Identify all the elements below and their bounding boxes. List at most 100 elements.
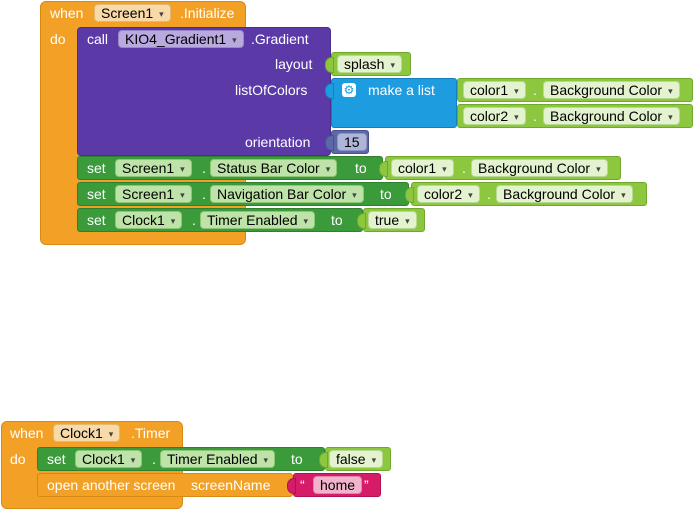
socket-plug: [325, 57, 334, 73]
when-label: when: [50, 5, 84, 21]
dropdown-text: Screen1: [122, 186, 175, 202]
chevron-down-icon: ▾: [180, 164, 185, 174]
dropdown-text: KIO4_Gradient1: [125, 31, 227, 47]
getter-property-dropdown[interactable]: Background Color▾: [543, 81, 680, 99]
dropdown-text: Screen1: [122, 160, 175, 176]
getter-property-dropdown[interactable]: Background Color ▾: [496, 185, 633, 203]
dropdown-text: Navigation Bar Color: [217, 186, 347, 202]
method-name: .Gradient: [251, 31, 309, 47]
set-label: set: [87, 186, 106, 202]
dropdown-text: Timer Enabled: [167, 451, 258, 467]
set-label: set: [87, 160, 106, 176]
chevron-down-icon: ▾: [352, 190, 357, 200]
mutator-gear-icon[interactable]: ⚙: [342, 83, 356, 97]
dropdown-text: Background Color: [550, 108, 663, 124]
screenname-param-label: screenName: [191, 477, 271, 493]
component-dropdown-screen1[interactable]: Screen1 ▾: [94, 4, 171, 22]
dropdown-text: color1: [470, 82, 509, 98]
when-label: when: [10, 425, 44, 441]
to-label: to: [355, 160, 367, 176]
socket-plug: [325, 135, 334, 151]
dot-separator: .: [533, 82, 537, 98]
dropdown-text: false: [336, 451, 366, 467]
do-label: do: [10, 451, 26, 467]
open-another-screen-label: open another screen: [47, 477, 176, 493]
dropdown-text: Timer Enabled: [207, 212, 298, 228]
chevron-down-icon: ▾: [263, 455, 269, 465]
orientation-number-field[interactable]: 15: [337, 133, 367, 151]
setter-component-dropdown[interactable]: Clock1 ▾: [115, 211, 183, 229]
chevron-down-icon: ▾: [130, 455, 136, 465]
chevron-down-icon: ▾: [170, 216, 176, 226]
dot-separator: .: [202, 186, 206, 202]
chevron-down-icon: ▾: [232, 35, 237, 45]
dropdown-text: true: [375, 212, 400, 228]
dot-separator: .: [533, 108, 537, 124]
setter-property-dropdown[interactable]: Timer Enabled ▾: [160, 450, 276, 468]
boolean-dropdown[interactable]: false ▾: [329, 450, 384, 468]
set-label: set: [47, 451, 66, 467]
chevron-down-icon: ▾: [180, 190, 185, 200]
screen-name-text-field[interactable]: home: [313, 476, 363, 494]
getter-property-dropdown[interactable]: Background Color ▾: [471, 159, 608, 177]
dropdown-text: Status Bar Color: [217, 160, 320, 176]
setter-component-dropdown[interactable]: Screen1 ▾: [115, 185, 192, 203]
dropdown-text: color1: [398, 160, 437, 176]
chevron-down-icon: ▾: [514, 112, 519, 122]
dropdown-text: Background Color: [478, 160, 591, 176]
dropdown-text: Screen1: [101, 5, 154, 21]
setter-property-dropdown[interactable]: Navigation Bar Color ▾: [210, 185, 364, 203]
chevron-down-icon: ▾: [371, 455, 377, 465]
chevron-down-icon: ▾: [303, 216, 309, 226]
getter-component-dropdown[interactable]: color2 ▾: [463, 107, 526, 125]
to-label: to: [380, 186, 392, 202]
open-another-screen-block[interactable]: [37, 473, 293, 497]
dropdown-text: Background Color: [503, 186, 616, 202]
dot-separator: .: [487, 186, 491, 202]
setter-component-dropdown[interactable]: Clock1 ▾: [75, 450, 143, 468]
dot-separator: .: [202, 160, 206, 176]
dot-separator: .: [152, 451, 156, 467]
dot-separator: .: [192, 212, 196, 228]
make-a-list-label: make a list: [368, 82, 435, 98]
event-name: .Initialize: [180, 5, 235, 21]
boolean-dropdown[interactable]: true▾: [368, 211, 417, 229]
dropdown-text: Clock1: [60, 425, 103, 441]
call-gradient-block[interactable]: [77, 27, 331, 156]
open-quote: “: [300, 477, 305, 493]
component-dropdown-clock1[interactable]: Clock1▾: [53, 424, 121, 442]
socket-plug: [357, 213, 366, 229]
socket-plug: [379, 161, 388, 177]
to-label: to: [331, 212, 343, 228]
component-dropdown-gradient[interactable]: KIO4_Gradient1 ▾: [118, 30, 244, 48]
socket-plug: [319, 452, 328, 468]
getter-component-dropdown[interactable]: color2 ▾: [417, 185, 480, 203]
do-label: do: [50, 31, 66, 47]
dot-separator: .: [462, 160, 466, 176]
to-label: to: [291, 451, 303, 467]
chevron-down-icon: ▾: [621, 190, 626, 200]
getter-component-dropdown[interactable]: color1 ▾: [463, 81, 526, 99]
socket-plug: [287, 478, 296, 494]
getter-property-dropdown[interactable]: Background Color▾: [543, 107, 680, 125]
dropdown-text: Clock1: [122, 212, 165, 228]
dropdown-text: Clock1: [82, 451, 125, 467]
dropdown-text: color2: [470, 108, 509, 124]
dropdown-text: splash: [344, 56, 385, 72]
setter-property-dropdown[interactable]: Timer Enabled ▾: [200, 211, 316, 229]
chevron-down-icon: ▾: [596, 164, 601, 174]
dropdown-text: color2: [424, 186, 463, 202]
chevron-down-icon: ▾: [468, 190, 473, 200]
layout-dropdown[interactable]: splash ▾: [337, 55, 402, 73]
chevron-down-icon: ▾: [159, 9, 164, 19]
chevron-down-icon: ▾: [514, 86, 519, 96]
dropdown-text: Background Color: [550, 82, 663, 98]
chevron-down-icon: ▾: [325, 164, 331, 174]
setter-component-dropdown[interactable]: Screen1 ▾: [115, 159, 192, 177]
chevron-down-icon: ▾: [390, 60, 395, 70]
call-label: call: [87, 31, 109, 47]
setter-property-dropdown[interactable]: Status Bar Color ▾: [210, 159, 338, 177]
chevron-down-icon: ▾: [442, 164, 447, 174]
getter-component-dropdown[interactable]: color1 ▾: [391, 159, 454, 177]
socket-plug: [405, 187, 414, 203]
